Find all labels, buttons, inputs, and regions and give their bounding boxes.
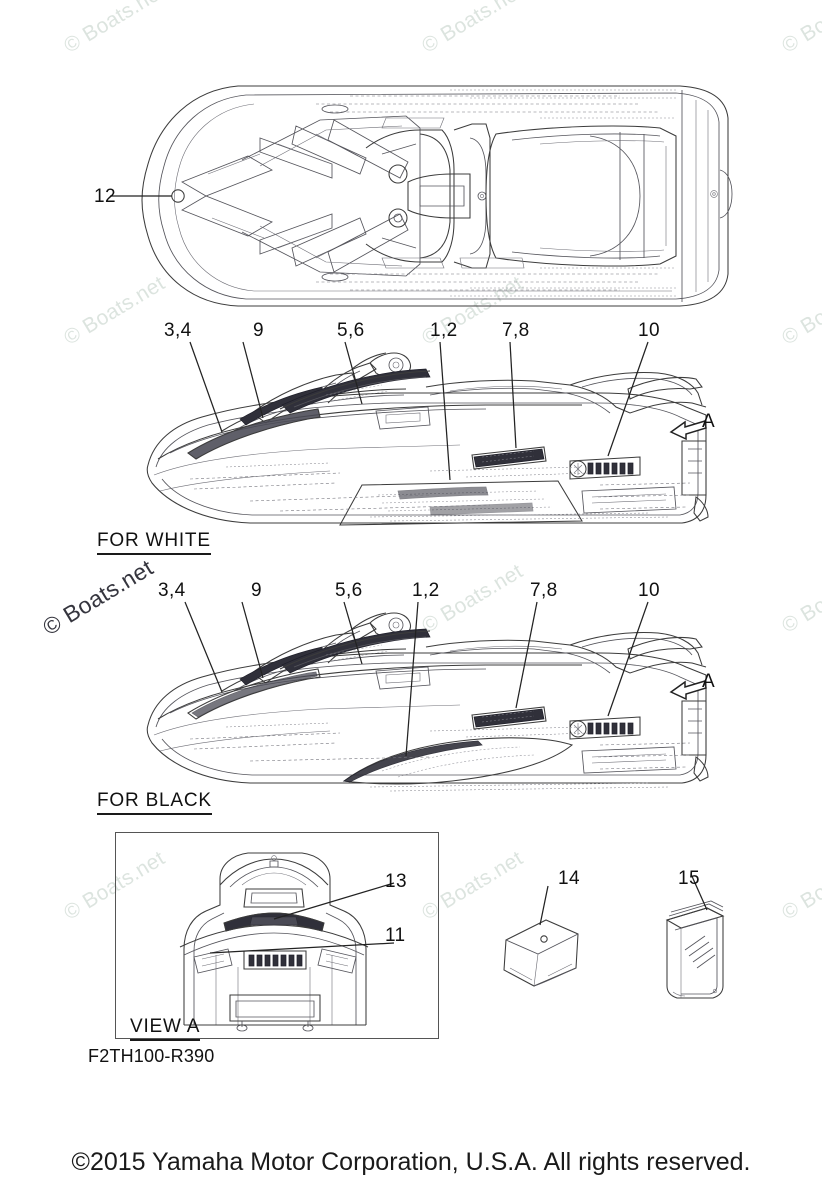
drawing-part-number: F2TH100-R390 bbox=[88, 1046, 215, 1066]
copyright-notice: ©2015 Yamaha Motor Corporation, U.S.A. A… bbox=[71, 1148, 751, 1176]
for-black-title: FOR BLACK bbox=[97, 790, 212, 815]
view-a-leaders bbox=[150, 845, 400, 1030]
for-white-drawing bbox=[130, 345, 750, 545]
callout-12: 12 bbox=[94, 186, 116, 207]
for-white-title: FOR WHITE bbox=[97, 530, 211, 555]
for-black-drawing bbox=[130, 605, 750, 805]
callout-11: 11 bbox=[385, 925, 406, 946]
view-a-arrow-letter-black: A bbox=[702, 671, 715, 692]
callout-white-3-4: 3,4 bbox=[164, 320, 192, 341]
view-a-box bbox=[115, 832, 439, 1039]
callout-white-1-2: 1,2 bbox=[430, 320, 458, 341]
for-black-leaders bbox=[130, 590, 750, 810]
callout-black-5-6: 5,6 bbox=[335, 580, 363, 601]
part-15-manual-drawing bbox=[655, 898, 735, 1008]
watermark: © Boats.net bbox=[778, 559, 822, 638]
view-a-arrow-black bbox=[665, 672, 717, 706]
callout-13: 13 bbox=[385, 871, 407, 892]
callout-white-7-8: 7,8 bbox=[502, 320, 530, 341]
watermark: © Boats.net bbox=[778, 0, 822, 58]
view-a-title: VIEW A bbox=[130, 1016, 201, 1041]
callout-15: 15 bbox=[678, 868, 700, 889]
part-14-leader bbox=[498, 880, 598, 950]
callout-black-9: 9 bbox=[251, 580, 262, 601]
view-a-arrow-letter-white: A bbox=[702, 411, 715, 432]
callout-black-1-2: 1,2 bbox=[412, 580, 440, 601]
part-15-leader bbox=[655, 868, 735, 928]
callout-black-3-4: 3,4 bbox=[158, 580, 186, 601]
watermark: © Boats.net bbox=[778, 846, 822, 925]
callout-white-10: 10 bbox=[638, 320, 660, 341]
callout-white-9: 9 bbox=[253, 320, 264, 341]
part-14-envelope-drawing bbox=[498, 912, 598, 992]
watermark: © Boats.net bbox=[778, 271, 822, 350]
callout-14: 14 bbox=[558, 868, 580, 889]
for-white-leaders bbox=[130, 330, 750, 550]
view-a-arrow-white bbox=[665, 412, 717, 446]
watermark: © Boats.net bbox=[418, 0, 528, 58]
callout-white-5-6: 5,6 bbox=[337, 320, 365, 341]
view-a-drawing bbox=[150, 845, 400, 1032]
top-view-drawing bbox=[110, 78, 740, 308]
callout-black-7-8: 7,8 bbox=[530, 580, 558, 601]
watermark: © Boats.net bbox=[60, 0, 170, 58]
callout-black-10: 10 bbox=[638, 580, 660, 601]
